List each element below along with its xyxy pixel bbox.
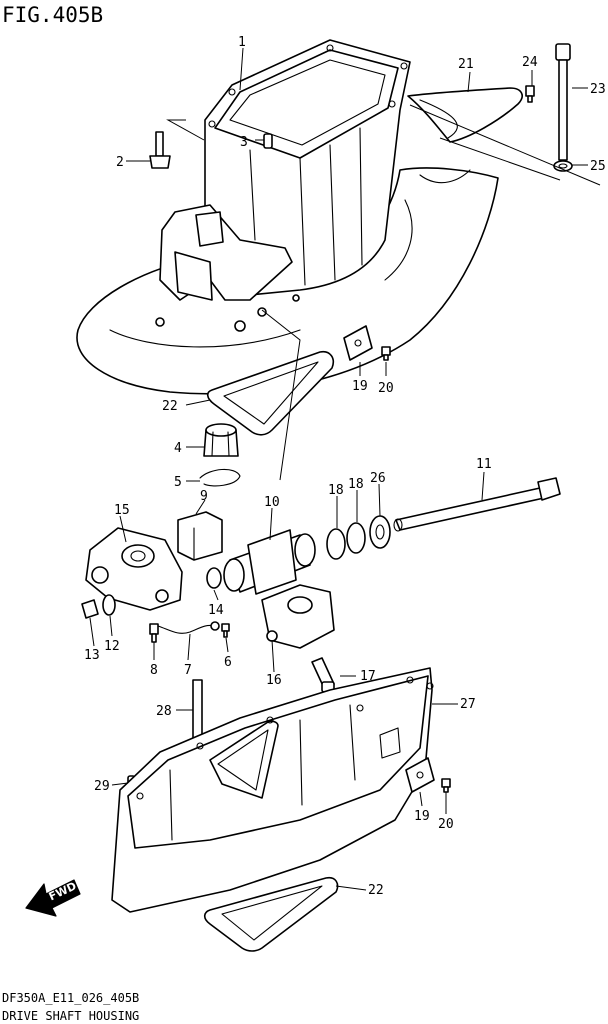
callout-labels: 1 2 3 4 5 6 7 8 9 10 11 12 13 14 15 16 1… (84, 35, 606, 898)
callout-4: 4 (174, 441, 182, 456)
bolt-2 (149, 131, 171, 169)
callout-26: 26 (370, 471, 386, 486)
callout-27: 27 (460, 697, 476, 712)
damper-19-upper (343, 325, 373, 361)
callout-3: 3 (240, 135, 248, 150)
washer-18a (326, 528, 346, 560)
clip-5 (199, 468, 241, 487)
callout-8: 8 (150, 663, 158, 678)
screw-24 (525, 85, 535, 103)
callout-18b: 18 (348, 477, 364, 492)
callout-17: 17 (360, 669, 376, 684)
nut-13 (81, 599, 99, 619)
callout-13: 13 (84, 648, 100, 663)
upper-drive-shaft-housing (76, 39, 499, 395)
callout-25: 25 (590, 159, 606, 174)
stud-bolt-23 (555, 43, 571, 161)
seal-22-lower (203, 876, 339, 952)
callout-19-lower: 19 (414, 809, 430, 824)
washer-18b (346, 522, 366, 554)
callout-18a: 18 (328, 483, 344, 498)
diagram-caption: DRIVE SHAFT HOUSING (2, 1009, 139, 1023)
leader-lines (89, 47, 601, 891)
callout-9: 9 (200, 489, 208, 504)
callout-12: 12 (104, 639, 120, 654)
callout-15: 15 (114, 503, 130, 518)
mount-bracket-15 (85, 527, 183, 611)
seal-22-upper (206, 350, 335, 436)
callout-23: 23 (590, 82, 606, 97)
mount-cover-16 (261, 584, 335, 649)
screw-6 (221, 623, 230, 638)
washer-12 (102, 594, 116, 616)
bolt-8 (149, 623, 159, 643)
washer-26 (369, 515, 391, 549)
screw-20-upper (381, 346, 391, 361)
mount-rubber-10 (223, 529, 316, 595)
ground-wire-7 (157, 624, 215, 634)
callout-10: 10 (264, 495, 280, 510)
callout-19-upper: 19 (352, 379, 368, 394)
cover-21 (407, 87, 523, 143)
callout-7: 7 (184, 663, 192, 678)
forward-direction-arrow: FWD (25, 879, 81, 917)
callout-11: 11 (476, 457, 492, 472)
callout-16: 16 (266, 673, 282, 688)
bolt-17 (311, 657, 335, 693)
stud-28 (192, 679, 203, 739)
callout-29: 29 (94, 779, 110, 794)
callout-24: 24 (522, 55, 538, 70)
callout-21: 21 (458, 57, 474, 72)
callout-6: 6 (224, 655, 232, 670)
nut-4 (203, 423, 239, 457)
callout-14: 14 (208, 603, 224, 618)
callout-2: 2 (116, 155, 124, 170)
callout-20-upper: 20 (378, 381, 394, 396)
screw-20-lower (441, 778, 451, 793)
model-code: DF350A_E11_026_405B (2, 991, 139, 1005)
figure-title: FIG.405B (2, 3, 103, 27)
washer-14 (206, 567, 222, 589)
callout-28: 28 (156, 704, 172, 719)
lower-drive-shaft-housing (111, 667, 434, 913)
damper-9 (177, 511, 223, 561)
callout-22-lower: 22 (368, 883, 384, 898)
long-bolt-11 (393, 477, 561, 532)
callout-22-upper: 22 (162, 399, 178, 414)
dowel-pin-3 (263, 133, 273, 149)
callout-20-lower: 20 (438, 817, 454, 832)
damper-19-lower (405, 757, 435, 793)
callout-5: 5 (174, 475, 182, 490)
callout-1: 1 (238, 35, 246, 50)
